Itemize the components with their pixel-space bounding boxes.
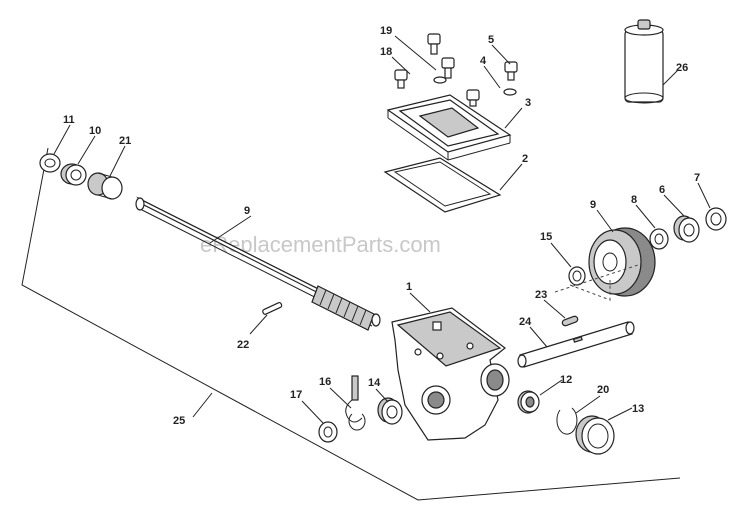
callout-8: 8 bbox=[631, 194, 637, 206]
callout-3: 3 bbox=[525, 97, 531, 109]
callout-7: 7 bbox=[694, 172, 700, 184]
callout-25: 25 bbox=[173, 415, 185, 427]
callout-9-shaft: 9 bbox=[244, 205, 250, 217]
callout-11: 11 bbox=[63, 114, 75, 126]
callout-21: 21 bbox=[119, 135, 131, 147]
callout-2: 2 bbox=[522, 153, 528, 165]
part-13-bearing bbox=[575, 415, 615, 455]
part-1-housing bbox=[391, 307, 510, 441]
callout-19: 19 bbox=[380, 25, 392, 37]
callout-24: 24 bbox=[519, 316, 532, 328]
part-16-clip bbox=[345, 375, 363, 423]
part-26-cylinder bbox=[624, 19, 664, 104]
part-3-cover bbox=[386, 94, 512, 161]
callout-17: 17 bbox=[290, 389, 302, 401]
callout-15: 15 bbox=[540, 231, 552, 243]
part-24-axle bbox=[517, 321, 635, 368]
part-20-snap-ring bbox=[556, 407, 578, 435]
part-22-pin bbox=[262, 302, 283, 315]
callout-20: 20 bbox=[597, 384, 609, 396]
part-2-gasket bbox=[383, 157, 502, 213]
leader-lines bbox=[53, 35, 711, 424]
part-8-washer bbox=[649, 228, 669, 250]
callout-5: 5 bbox=[488, 34, 494, 46]
part-21-bushing bbox=[87, 172, 123, 200]
part-9-worm-shaft bbox=[135, 196, 381, 331]
alignment-lines bbox=[554, 264, 639, 301]
callout-6: 6 bbox=[659, 184, 665, 196]
callout-labels: 1 2 3 4 5 6 7 8 9 9 10 11 12 13 14 15 16… bbox=[63, 25, 700, 427]
callout-16: 16 bbox=[319, 376, 331, 388]
part-23-key bbox=[561, 315, 579, 327]
callout-12: 12 bbox=[560, 374, 572, 386]
callout-13: 13 bbox=[632, 403, 644, 415]
assembly-bracket-outline bbox=[21, 147, 681, 501]
part-screws bbox=[394, 33, 518, 107]
callout-9-gear: 9 bbox=[590, 199, 596, 211]
callout-26: 26 bbox=[676, 62, 688, 74]
callout-1: 1 bbox=[406, 281, 412, 293]
callout-18: 18 bbox=[380, 46, 392, 58]
part-14-bearing bbox=[377, 397, 403, 425]
part-9-gear bbox=[588, 227, 656, 297]
callout-22: 22 bbox=[237, 339, 249, 351]
callout-14: 14 bbox=[368, 377, 381, 389]
part-17-washer bbox=[318, 421, 338, 443]
callout-4: 4 bbox=[480, 55, 487, 67]
part-10-bearing bbox=[60, 163, 87, 186]
part-16-clip-ring bbox=[348, 413, 366, 431]
callout-23: 23 bbox=[535, 289, 547, 301]
part-7-washer bbox=[705, 207, 727, 231]
part-15-washer bbox=[568, 266, 586, 286]
watermark-text: eReplacementParts.com bbox=[200, 232, 441, 257]
callout-10: 10 bbox=[89, 125, 101, 137]
part-11-washer bbox=[39, 153, 61, 173]
part-6-bearing bbox=[673, 215, 700, 243]
part-12-washer bbox=[517, 390, 540, 414]
